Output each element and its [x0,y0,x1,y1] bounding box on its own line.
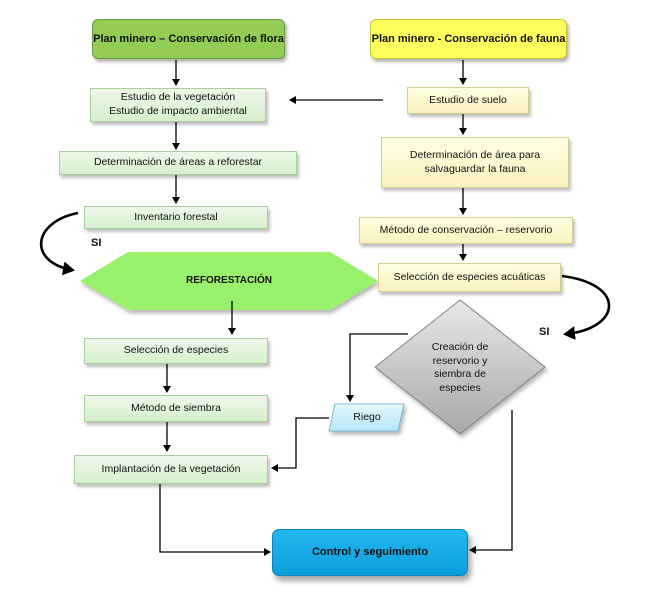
estudio-suelo-box: Estudio de suelo [407,87,529,114]
seleccion-especies-box: Selección de especies [84,338,268,364]
arrow-creacion-to-riego [346,333,408,402]
arrow-riego-to-implantacion [271,417,329,472]
implantacion-vegetacion-box: Implantación de la vegetación [74,455,268,484]
determinacion-areas-box: Determinación de áreas a reforestar [59,151,297,175]
metodo-conservacion-box: Método de conservación – reservorio [359,217,573,244]
si-label-right: SI [539,326,550,338]
seleccion-acuaticas-box: Selección de especies acuáticas [378,263,561,292]
riego-parallelogram [328,403,405,432]
si-label-left: SI [91,237,102,249]
creacion-diamond [374,299,546,435]
inventario-forestal-box: Inventario forestal [84,206,268,229]
determinacion-area-box: Determinación de área para salvaguardar … [381,137,569,188]
control-seguimiento-box: Control y seguimiento [272,529,468,576]
arrow-si-right-curve [561,274,611,340]
riego-label: Riego [353,411,381,423]
reforestacion-hexagon [80,252,378,310]
arrow-si-left-curve [39,211,79,276]
fauna-header: Plan minero - Conservación de fauna [370,19,567,59]
metodo-siembra-box: Método de siembra [84,395,268,422]
arrow-creacion-to-control [469,410,513,554]
flora-header: Plan minero – Conservación de flora [92,19,285,59]
creacion-reservorio-label: Creación de reservorio y siembra de espe… [431,341,489,394]
reforestacion-label: REFORESTACIÓN [186,275,272,286]
estudio-vegetacion-box: Estudio de la vegetación Estudio de impa… [90,88,266,122]
arrow-implantacion-to-control [159,484,271,556]
